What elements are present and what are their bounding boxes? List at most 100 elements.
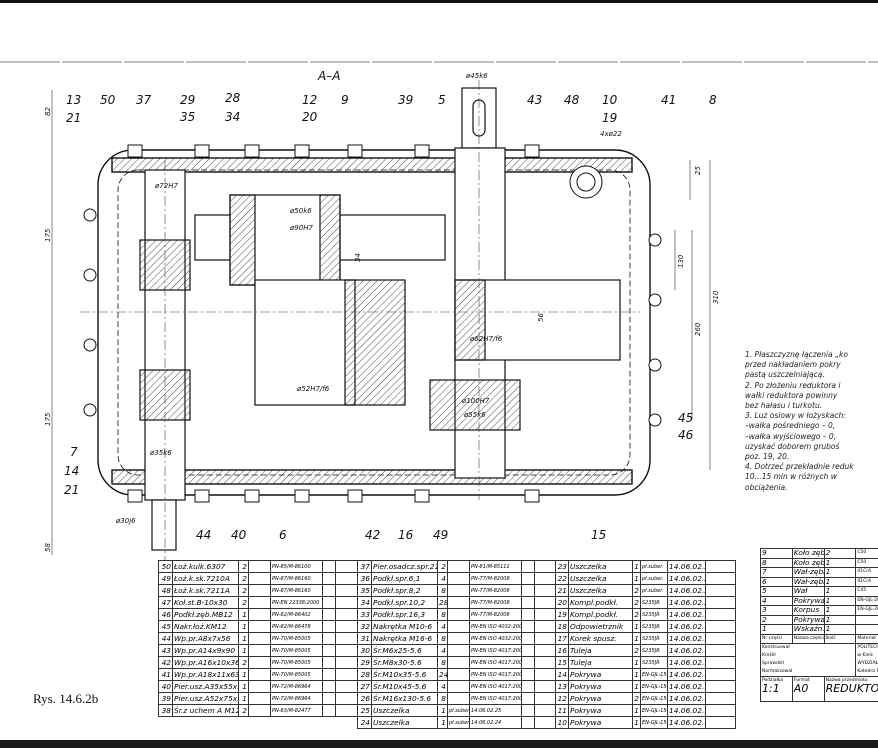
part-quantity: 24 <box>437 668 448 681</box>
part-quantity: 2 <box>632 692 641 705</box>
part-name: Śr.M10x45-5.6 <box>371 680 438 693</box>
part-quantity: 1 <box>238 668 249 681</box>
part-name: Łoż.k.sk.7211A <box>172 584 239 597</box>
part-material: S235JR <box>640 656 668 669</box>
blank-cell <box>521 644 535 657</box>
part-label: 21 <box>66 111 81 125</box>
part-standard: PN-EN ISO 4017:2004 <box>469 692 522 705</box>
part-material: pł.suber. <box>640 560 668 573</box>
part-quantity: 2 <box>238 704 249 717</box>
blank-cell <box>521 572 535 585</box>
part-label: 42 <box>365 528 380 542</box>
blank-cell <box>705 608 736 621</box>
part-material: S235JR <box>640 608 668 621</box>
dim-label: ø55k6 <box>463 411 486 419</box>
part-number: 45 <box>158 620 173 633</box>
blank-cell <box>705 632 736 645</box>
part-quantity: 1 <box>238 644 249 657</box>
part-number: 8 <box>760 557 793 568</box>
institution-city: w Kielc <box>857 653 874 658</box>
blank-cell <box>521 692 535 705</box>
part-label: 40 <box>231 528 247 542</box>
part-standard: PN-77/M-82008 <box>469 596 522 609</box>
part-labels-bottom: 44 40 6 42 16 49 15 7 14 21 45 46 <box>64 411 694 542</box>
parts-list-table-3: 23Uszczelka1pł.suber.14.06.02.2322Uszcze… <box>555 560 736 729</box>
part-standard: PN-87/M-86160 <box>270 572 323 585</box>
note-line: 10...15 min w różnych w <box>745 472 837 482</box>
part-name: Koło zębate <box>791 557 825 568</box>
part-quantity: 1 <box>823 576 857 587</box>
part-material <box>447 680 470 693</box>
dim-label: ø45k6 <box>465 72 488 80</box>
blank-cell <box>534 572 556 585</box>
part-name: Pier.osadcz.spr.215 <box>371 560 438 573</box>
blank-cell <box>335 632 358 645</box>
blank-cell <box>534 596 556 609</box>
part-drawing-number: 14.06.02.15 <box>667 656 706 669</box>
part-label: 9 <box>341 93 349 107</box>
scale-value: 1:1 <box>762 682 780 695</box>
part-name: Nakrętka M10-6 <box>371 620 438 633</box>
part-name: Koło zębate <box>791 548 825 559</box>
part-standard: PN-EN ISO 4017:2004 <box>469 656 522 669</box>
part-quantity: 2 <box>238 584 249 597</box>
blank-cell <box>521 680 535 693</box>
part-standard: PN-85/M-86100 <box>270 560 323 573</box>
part-material: pł.suber. <box>447 704 470 717</box>
part-quantity: 2 <box>238 596 249 609</box>
note-line: poz. 19, 20. <box>745 452 790 462</box>
blank-cell <box>335 656 358 669</box>
dim-label: ø90H7 <box>289 224 313 232</box>
part-quantity: 1 <box>632 668 641 681</box>
part-drawing-number: 14.06.02.11 <box>667 704 706 717</box>
part-material: EN-GJL-200 <box>855 605 878 616</box>
part-number: 37 <box>357 560 372 573</box>
part-quantity: 1 <box>823 557 857 568</box>
role-label: Normalizował <box>762 669 793 674</box>
part-number: 11 <box>555 704 569 717</box>
part-number: 28 <box>357 668 372 681</box>
part-name: Podkł.zęb.MB12 <box>172 608 239 621</box>
format-value: A0 <box>793 682 809 695</box>
part-name: Wał-zębnik <box>791 576 825 587</box>
part-number: 46 <box>158 608 173 621</box>
blank-cell <box>705 644 736 657</box>
note-line: obciążenia. <box>745 482 788 492</box>
note-line: bez hałasu i turkotu. <box>745 401 823 411</box>
part-quantity: 1 <box>823 595 857 606</box>
blank-cell <box>322 704 336 717</box>
part-number: 17 <box>555 632 569 645</box>
part-material <box>447 572 470 585</box>
part-label: 16 <box>398 528 414 542</box>
housing-bolts <box>83 165 662 427</box>
section-label: A–A <box>317 69 340 83</box>
dim-label: 56 <box>537 313 545 322</box>
part-quantity: 1 <box>823 586 857 597</box>
part-number: 18 <box>555 620 569 633</box>
blank-cell <box>534 668 556 681</box>
table-row: 5Wał1C4514 <box>760 586 878 597</box>
part-name: Wp.pr.A8x7x56 <box>172 632 239 645</box>
part-number: 2 <box>760 614 793 625</box>
part-quantity: 4 <box>437 620 448 633</box>
part-quantity: 1 <box>238 632 249 645</box>
part-standard: PN-72/M-86964 <box>270 680 323 693</box>
part-standard: PN-82/M-86402 <box>270 608 323 621</box>
dim-label: ø100H7 <box>461 397 490 405</box>
blank-cell <box>534 704 556 717</box>
cover-bolts-bottom <box>127 489 540 503</box>
blank-cell <box>534 584 556 597</box>
dimension-labels: ø45k6 4xø22 ø72H7 ø50k6 ø90H7 34 56 ø62H… <box>44 72 720 552</box>
blank-cell <box>322 608 336 621</box>
part-drawing-number: 14.06.02.21 <box>667 584 706 597</box>
cover-bolts-top <box>127 144 540 158</box>
